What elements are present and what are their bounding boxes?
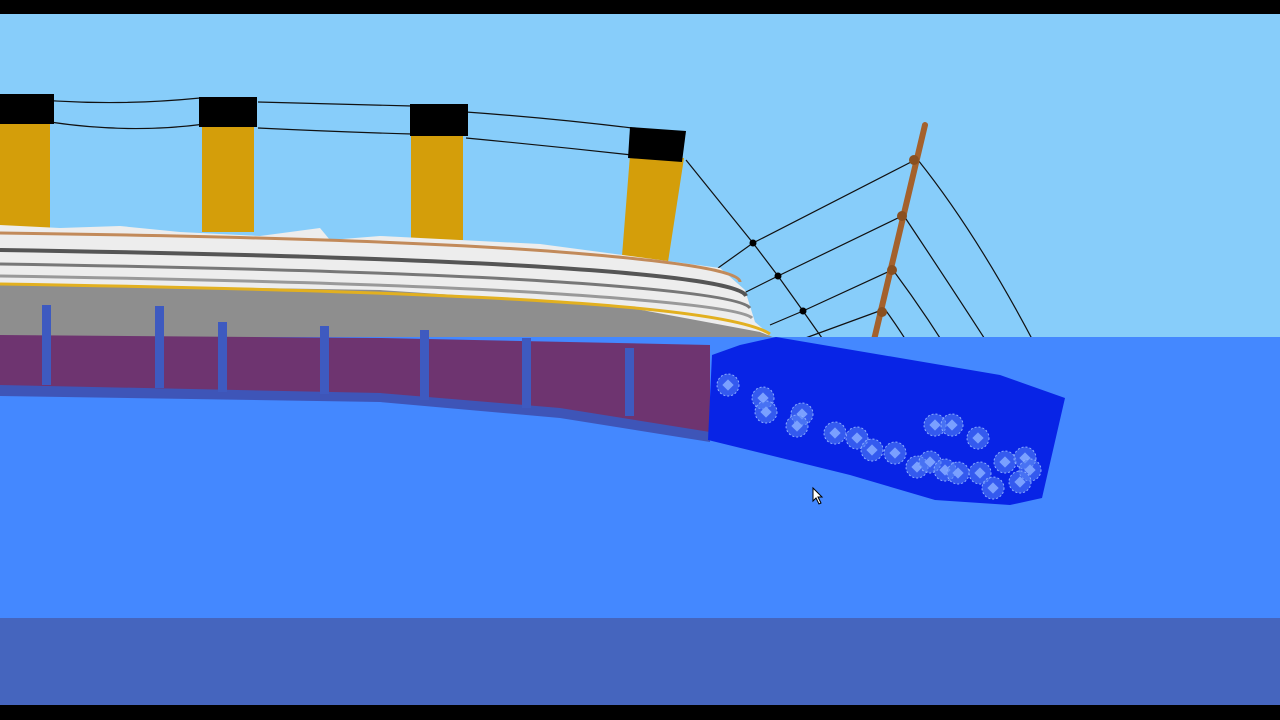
funnel-1 <box>0 94 54 228</box>
air-bubble-core <box>972 432 984 444</box>
upper-decks <box>0 225 775 338</box>
air-bubble-core <box>952 467 964 479</box>
air-bubble-core <box>757 392 769 404</box>
funnel-2 <box>199 97 257 232</box>
air-bubble-core <box>851 432 863 444</box>
funnel-4 <box>622 127 686 262</box>
air-bubble-core <box>791 420 803 432</box>
air-bubble-core <box>866 444 878 456</box>
air-bubble-core <box>924 456 936 468</box>
air-bubble-core <box>1014 476 1026 488</box>
air-bubble-core <box>929 419 941 431</box>
air-bubble-core <box>760 406 772 418</box>
letterbox-top <box>0 0 1280 14</box>
air-bubble-core <box>722 379 734 391</box>
letterbox-bottom <box>0 705 1280 720</box>
rigging-joints <box>749 239 807 315</box>
mouse-cursor-icon <box>812 486 824 505</box>
air-bubble-core <box>1024 464 1036 476</box>
mast <box>871 122 928 343</box>
seabed <box>0 618 1280 706</box>
air-bubble-core <box>974 467 986 479</box>
air-bubbles <box>716 373 1042 500</box>
air-bubble-core <box>829 427 841 439</box>
air-bubble-core <box>999 456 1011 468</box>
air-bubble-core <box>987 482 999 494</box>
air-bubble-core <box>946 419 958 431</box>
air-bubble-core <box>889 447 901 459</box>
funnels <box>0 94 686 262</box>
funnel-3 <box>410 104 468 240</box>
